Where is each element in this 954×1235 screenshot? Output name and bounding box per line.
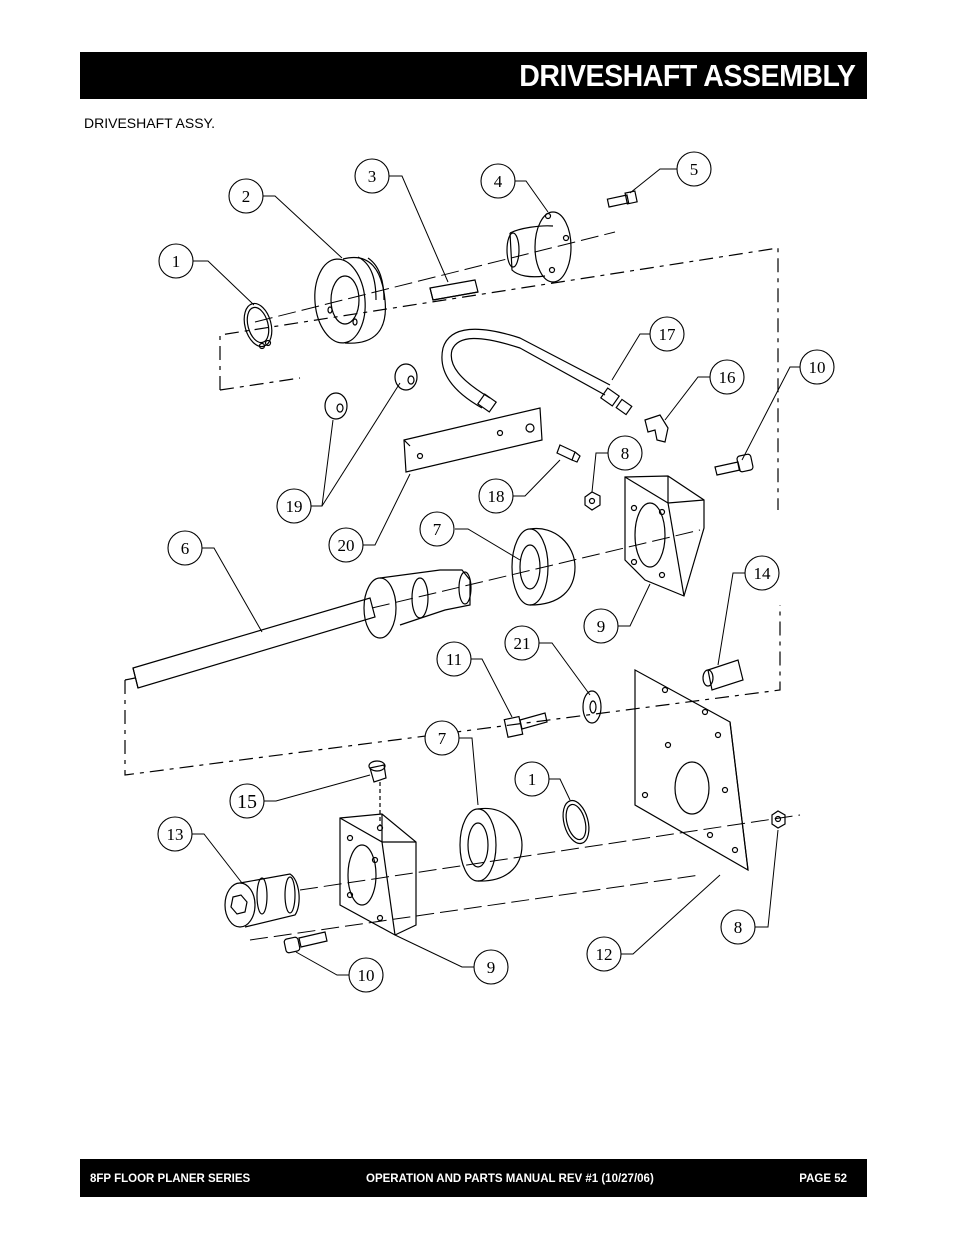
callout-5: 5 bbox=[690, 160, 699, 179]
part-10-screw-lower bbox=[283, 931, 328, 954]
part-12-plate bbox=[634, 668, 749, 872]
callout-9-lower: 9 bbox=[487, 958, 496, 977]
callout-1: 1 bbox=[172, 252, 181, 271]
callout-15: 15 bbox=[237, 791, 257, 813]
part-8-nut-upper bbox=[584, 491, 601, 511]
part-13-coupler bbox=[224, 873, 300, 928]
title-bar: DRIVESHAFT ASSEMBLY bbox=[80, 52, 867, 99]
callout-3: 3 bbox=[368, 167, 377, 186]
part-1-snap-ring bbox=[243, 302, 273, 350]
part-9-housing-lower bbox=[339, 813, 417, 936]
callout-13: 13 bbox=[167, 825, 184, 844]
assembly-boundary-upper bbox=[219, 247, 779, 510]
callout-4: 4 bbox=[494, 172, 503, 191]
callout-1-lower: 1 bbox=[528, 770, 537, 789]
part-7-bearing-lower bbox=[459, 807, 523, 882]
part-7-bearing-upper bbox=[511, 527, 576, 606]
part-3-key bbox=[429, 279, 479, 301]
part-4-bushing bbox=[506, 211, 572, 283]
callout-8-lower: 8 bbox=[734, 918, 743, 937]
callout-16: 16 bbox=[719, 368, 736, 387]
part-9-housing-upper bbox=[624, 475, 705, 597]
diagram-subtitle: DRIVESHAFT ASSY. bbox=[84, 115, 215, 131]
callout-11: 11 bbox=[446, 650, 462, 669]
part-2-pulley bbox=[314, 256, 387, 344]
callout-18: 18 bbox=[488, 487, 505, 506]
callout-6: 6 bbox=[181, 539, 190, 558]
part-20-bracket bbox=[403, 407, 543, 473]
callout-21: 21 bbox=[514, 634, 531, 653]
callout-12: 12 bbox=[596, 945, 613, 964]
part-18-fitting bbox=[556, 444, 581, 463]
callout-8: 8 bbox=[621, 444, 630, 463]
part-19-spacers bbox=[324, 363, 418, 420]
part-21-washer bbox=[582, 690, 602, 724]
callout-7: 7 bbox=[433, 520, 442, 539]
callout-10-lower: 10 bbox=[358, 966, 375, 985]
callout-14: 14 bbox=[754, 564, 772, 583]
part-10-screw-upper bbox=[714, 453, 754, 476]
footer-series: 8FP FLOOR PLANER SERIES bbox=[90, 1173, 251, 1185]
part-11-bolt bbox=[503, 712, 548, 738]
part-15-fitting bbox=[368, 760, 387, 825]
page-footer: 8FP FLOOR PLANER SERIES OPERATION AND PA… bbox=[80, 1159, 867, 1197]
callout-7-lower: 7 bbox=[438, 729, 447, 748]
callout-10: 10 bbox=[809, 358, 826, 377]
footer-page-number: PAGE 52 bbox=[799, 1173, 847, 1185]
part-6-driveshaft bbox=[132, 569, 472, 689]
callout-circle bbox=[158, 243, 194, 279]
part-8-nut-lower bbox=[771, 810, 786, 829]
part-5-screw bbox=[606, 190, 638, 208]
callout-2: 2 bbox=[242, 187, 251, 206]
part-17-hose bbox=[441, 328, 633, 416]
part-16-elbow bbox=[644, 414, 669, 443]
page-title: DRIVESHAFT ASSEMBLY bbox=[518, 58, 856, 93]
footer-manual: OPERATION AND PARTS MANUAL REV #1 (10/27… bbox=[366, 1173, 654, 1185]
callout-19: 19 bbox=[286, 497, 303, 516]
part-1-snap-ring-lower bbox=[562, 799, 590, 845]
callout-9: 9 bbox=[597, 617, 606, 636]
part-14-bushing bbox=[702, 659, 744, 691]
callout-17: 17 bbox=[659, 325, 677, 344]
callout-20: 20 bbox=[338, 536, 355, 555]
